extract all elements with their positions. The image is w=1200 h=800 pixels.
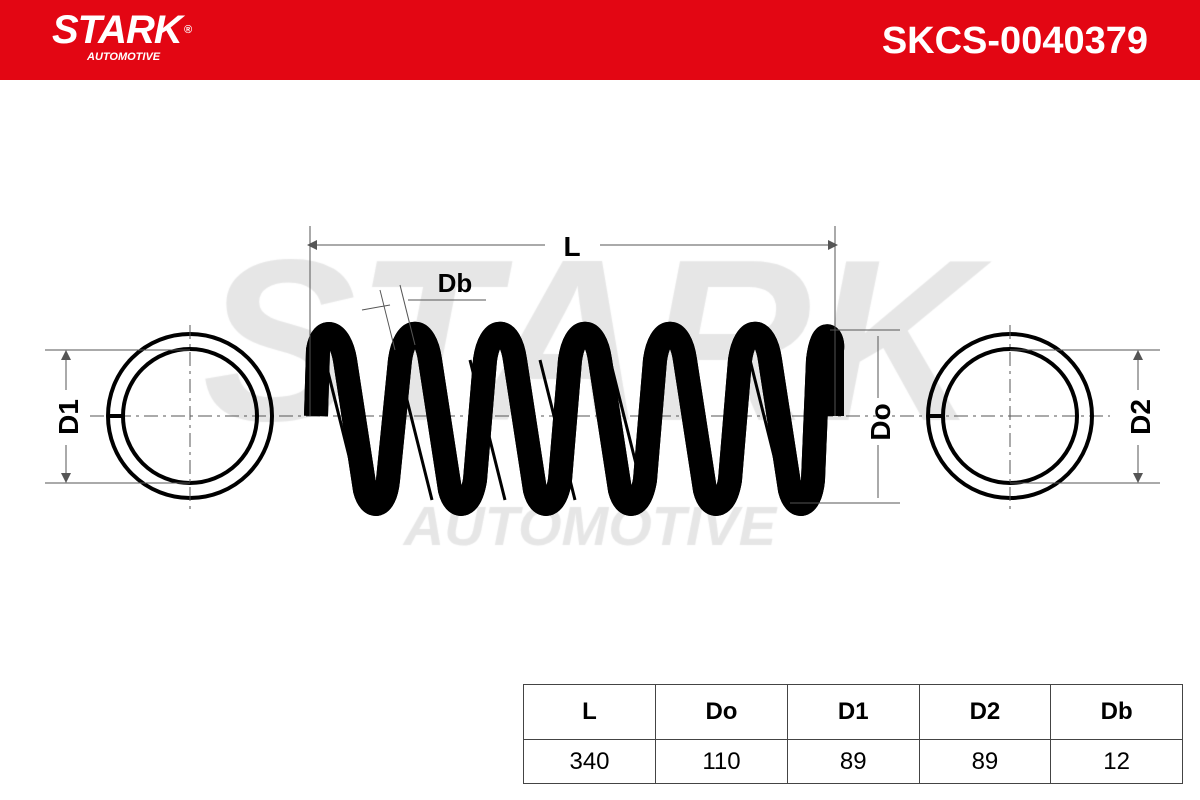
- coil-end-view-right: [926, 325, 1160, 510]
- value-Db: 12: [1050, 739, 1183, 784]
- header-L: L: [523, 684, 656, 740]
- spring-side-view: [316, 334, 832, 504]
- label-D2: D2: [1125, 399, 1156, 435]
- value-L: 340: [523, 739, 656, 784]
- header-D2: D2: [918, 684, 1052, 740]
- label-L: L: [563, 231, 580, 262]
- header-Do: Do: [654, 684, 788, 740]
- header-Db: Db: [1050, 684, 1183, 740]
- header-bar: STARK® AUTOMOTIVE SKCS-0040379: [0, 0, 1200, 80]
- header-D1: D1: [786, 684, 920, 740]
- logo-subtext: AUTOMOTIVE: [87, 51, 161, 63]
- value-Do: 110: [654, 739, 788, 784]
- label-Db: Db: [438, 268, 473, 298]
- value-D2: 89: [918, 739, 1052, 784]
- value-D1: 89: [786, 739, 920, 784]
- registered-mark: ®: [183, 24, 192, 36]
- coil-end-view-left: [45, 325, 274, 510]
- part-code: SKCS-0040379: [881, 20, 1148, 62]
- label-D1: D1: [53, 399, 84, 435]
- dimensions-table: L Do D1 D2 Db 340 110 89 89 12: [523, 684, 1183, 784]
- logo-text: STARK: [52, 8, 183, 52]
- label-Do: Do: [865, 403, 896, 440]
- stark-logo: STARK® AUTOMOTIVE: [52, 8, 192, 64]
